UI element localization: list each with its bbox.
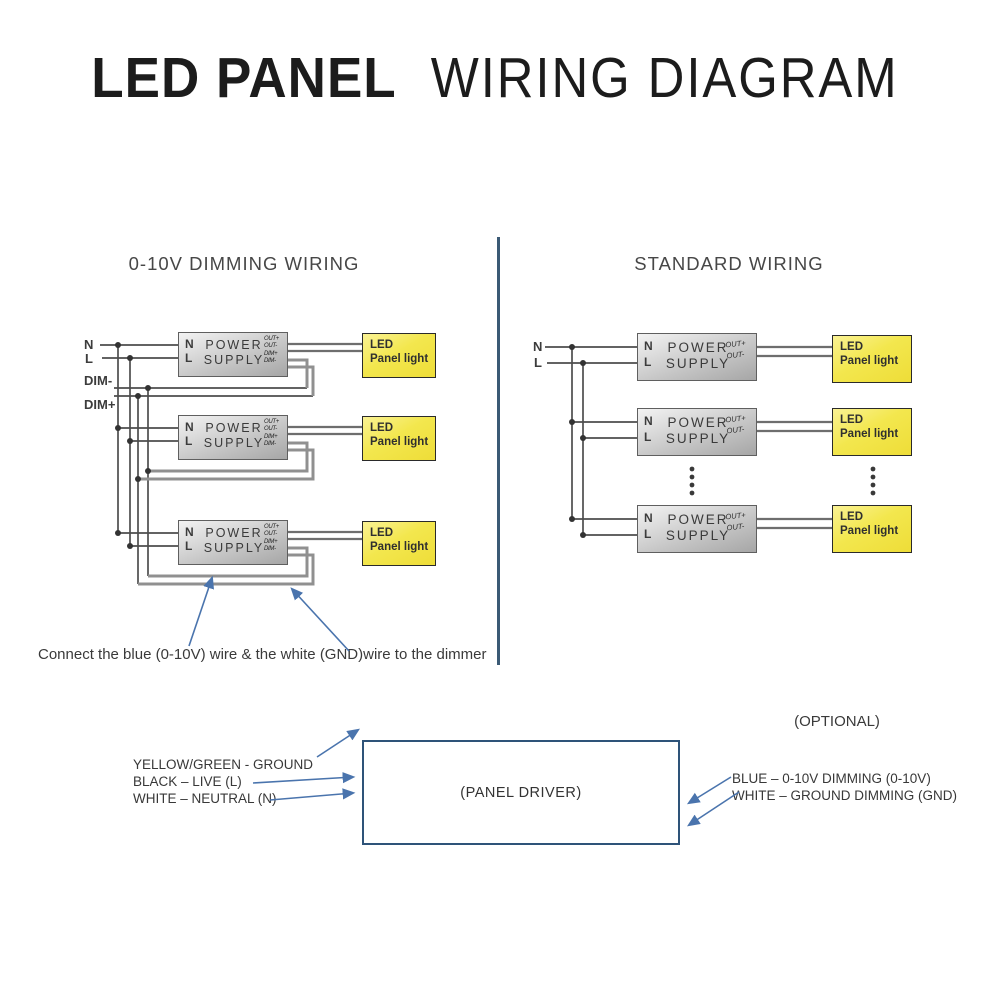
terminal-n: N — [185, 420, 194, 434]
dimming-wiring-wires — [100, 344, 313, 584]
led-panel-box: LED Panel light — [362, 416, 436, 461]
input-label-dim-plus: DIM+ — [84, 397, 116, 412]
standard-wiring-wires — [545, 346, 637, 536]
driver-dimming-wire-labels: BLUE – 0-10V DIMMING (0-10V) WHITE – GRO… — [732, 770, 957, 804]
dim-blue-wire-label: BLUE – 0-10V DIMMING (0-10V) — [732, 771, 931, 786]
power-supply-label: POWER SUPPLY — [203, 526, 265, 555]
terminal-l: L — [644, 430, 652, 444]
power-supply-label: POWER SUPPLY — [665, 415, 731, 446]
input-label-n: N — [533, 339, 543, 354]
driver-callout-arrows — [252, 728, 740, 827]
output-terminal-labels: OUT+ OUT- DIM+ DIM- — [264, 336, 279, 364]
page-title-bold: LED PANEL — [91, 47, 397, 110]
page-title-light: WIRING DIAGRAM — [431, 47, 899, 110]
terminal-l: L — [185, 351, 193, 365]
output-terminal-labels: OUT+ OUT- — [725, 510, 747, 533]
optional-label: (OPTIONAL) — [794, 713, 880, 730]
arrow-dim-white-wire — [686, 791, 740, 827]
standard-output-wires — [757, 345, 832, 530]
terminal-n: N — [644, 414, 653, 428]
terminal-l: L — [644, 527, 652, 541]
output-terminal-labels: OUT+ OUT- — [725, 338, 747, 361]
led-panel-box: LED Panel light — [832, 505, 912, 553]
live-wire-label: BLACK – LIVE (L) — [133, 774, 242, 789]
terminal-n: N — [185, 525, 194, 539]
dimming-section-heading: 0-10V DIMMING WIRING — [128, 253, 360, 274]
output-terminal-labels: OUT+ OUT- DIM+ DIM- — [264, 524, 279, 552]
power-supply-box: N L POWER SUPPLY OUT+ OUT- DIM+ DIM- — [178, 415, 288, 460]
terminal-l: L — [644, 355, 652, 369]
power-supply-box: N L POWER SUPPLY OUT+ OUT- — [637, 505, 757, 553]
power-supply-label: POWER SUPPLY — [203, 338, 265, 367]
section-divider — [497, 237, 500, 665]
arrow-to-blue-wire — [188, 575, 214, 647]
terminal-l: L — [185, 434, 193, 448]
input-label-n: N — [84, 337, 94, 352]
continuation-ellipsis-icon — [689, 466, 876, 496]
driver-input-wire-labels: YELLOW/GREEN - GROUND BLACK – LIVE (L) W… — [133, 756, 313, 807]
dimmer-note: Connect the blue (0-10V) wire & the whit… — [38, 646, 487, 663]
terminal-l: L — [185, 539, 193, 553]
ground-wire-label: YELLOW/GREEN - GROUND — [133, 757, 314, 772]
terminal-n: N — [185, 337, 194, 351]
neutral-wire-label: WHITE – NEUTRAL (N) — [133, 791, 277, 806]
power-supply-label: POWER SUPPLY — [665, 512, 731, 543]
power-supply-box: N L POWER SUPPLY OUT+ OUT- — [637, 408, 757, 456]
led-panel-box: LED Panel light — [362, 333, 436, 378]
input-label-l: L — [534, 355, 542, 370]
dimmer-callout-arrows — [188, 575, 350, 652]
arrow-dim-blue-wire — [686, 776, 732, 805]
power-supply-label: POWER SUPPLY — [665, 340, 731, 371]
standard-section-heading: STANDARD WIRING — [634, 253, 824, 274]
arrow-neutral-wire — [269, 788, 356, 801]
led-panel-box: LED Panel light — [362, 521, 436, 566]
arrow-live-wire — [252, 772, 356, 784]
led-panel-box: LED Panel light — [832, 408, 912, 456]
output-terminal-labels: OUT+ OUT- DIM+ DIM- — [264, 419, 279, 447]
arrow-ground-wire — [316, 728, 361, 758]
dimming-loop-wires — [138, 358, 315, 586]
power-supply-label: POWER SUPPLY — [203, 421, 265, 450]
input-label-dim-minus: DIM- — [84, 373, 113, 388]
terminal-n: N — [644, 339, 653, 353]
power-supply-box: N L POWER SUPPLY OUT+ OUT- DIM+ DIM- — [178, 520, 288, 565]
dim-white-wire-label: WHITE – GROUND DIMMING (GND) — [732, 788, 957, 803]
arrow-to-white-wire — [290, 587, 350, 652]
input-label-l: L — [85, 351, 93, 366]
led-panel-box: LED Panel light — [832, 335, 912, 383]
panel-driver-box: (PANEL DRIVER) — [362, 740, 680, 845]
panel-driver-label: (PANEL DRIVER) — [460, 784, 582, 801]
dimming-junction-dots — [115, 342, 151, 549]
standard-junction-dots — [569, 344, 586, 538]
power-supply-box: N L POWER SUPPLY OUT+ OUT- DIM+ DIM- — [178, 332, 288, 377]
dimming-output-wires — [288, 342, 362, 541]
output-terminal-labels: OUT+ OUT- — [725, 413, 747, 436]
power-supply-box: N L POWER SUPPLY OUT+ OUT- — [637, 333, 757, 381]
page-title: LED PANEL WIRING DIAGRAM — [0, 46, 1000, 111]
terminal-n: N — [644, 511, 653, 525]
